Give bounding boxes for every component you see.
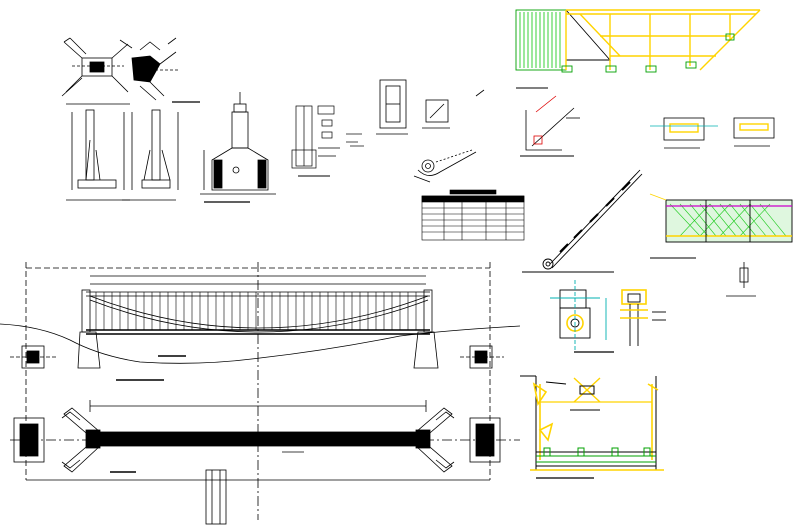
abutment-section-a — [66, 103, 130, 201]
tower-elevation — [200, 92, 276, 203]
deck-cross-section — [520, 375, 664, 479]
truss-elevation-yellow — [515, 9, 761, 89]
cable-anchor-details — [291, 105, 364, 177]
small-bolt-detail — [726, 262, 756, 297]
hanger-clamp-detail — [520, 95, 580, 157]
cable-clamp-detail — [413, 149, 477, 183]
bridge-elevation — [0, 262, 521, 520]
main-cable-detail — [522, 169, 643, 273]
cable-schedule-table — [421, 189, 525, 241]
abutment-section-b — [122, 109, 179, 201]
bearing-detail-panels — [650, 117, 775, 149]
bridge-plan — [10, 400, 520, 525]
hanger-connection-details — [550, 280, 666, 353]
saddle-plan — [376, 79, 485, 135]
railing-panel-elevation — [649, 193, 793, 259]
abutment-plan-left — [61, 37, 133, 97]
abutment-plan-right — [131, 37, 180, 101]
